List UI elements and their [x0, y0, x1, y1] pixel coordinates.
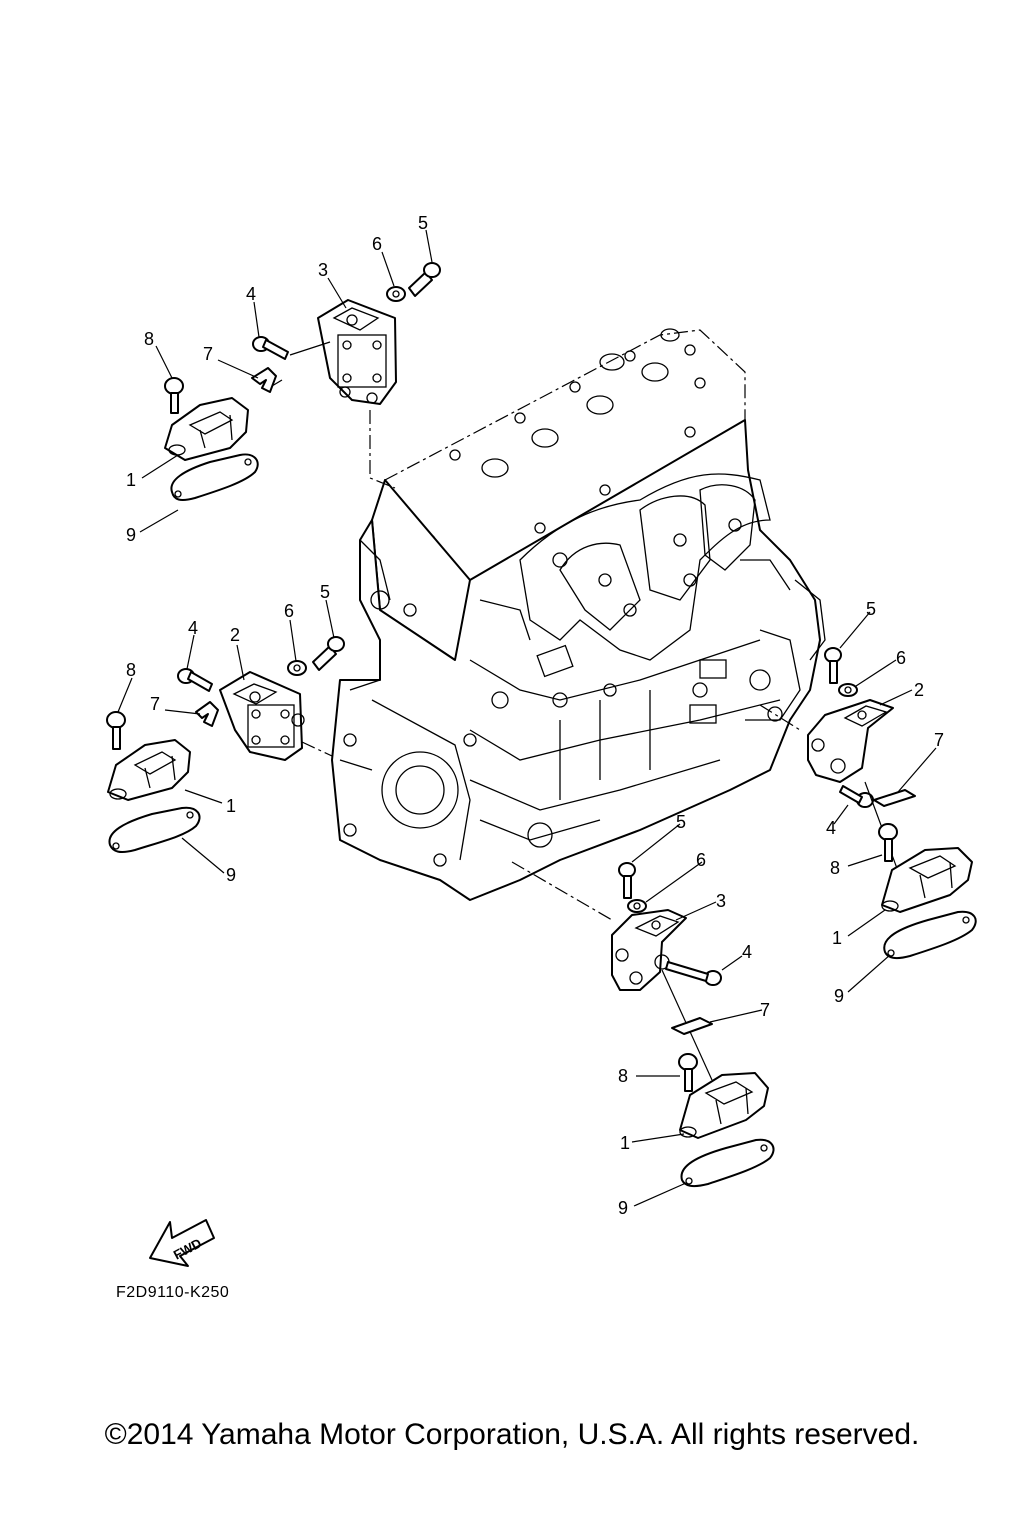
bolt-5-left: [312, 636, 345, 671]
bolt-4-left: [177, 668, 213, 692]
callout-8: 8: [618, 1066, 628, 1086]
stopper-7-upper: [251, 367, 277, 393]
bolt-8-upper: [164, 377, 184, 414]
callout-4: 4: [742, 942, 752, 962]
engine-bracket-2-right: [807, 699, 894, 783]
callout-9: 9: [618, 1198, 628, 1218]
bolt-5-right: [824, 647, 842, 684]
diagram-code: F2D9110-K250: [116, 1284, 230, 1301]
damper-plate-9-right: [883, 910, 977, 960]
fwd-arrow: FWD: [149, 1219, 215, 1267]
callout-5: 5: [418, 213, 428, 233]
callout-6: 6: [696, 850, 706, 870]
bolt-4-right: [839, 785, 874, 808]
bracket-group-left: [106, 636, 345, 854]
bracket-group-upper-left: [164, 262, 441, 501]
callout-2: 2: [914, 680, 924, 700]
leader-lines: [117, 229, 937, 1207]
bracket-group-bottom: [611, 862, 775, 1188]
callout-9: 9: [834, 986, 844, 1006]
callout-4: 4: [246, 284, 256, 304]
bolt-5-upper: [408, 262, 441, 297]
washer-6-bottom: [627, 899, 647, 913]
stopper-7-right: [873, 789, 916, 807]
bolt-8-left: [106, 711, 126, 750]
damper-plate-9-left: [108, 806, 201, 854]
callout-5: 5: [676, 812, 686, 832]
callout-7: 7: [760, 1000, 770, 1020]
copyright-notice: ©2014 Yamaha Motor Corporation, U.S.A. A…: [104, 1418, 920, 1451]
engine-bracket-3-bottom: [611, 909, 687, 991]
bolt-4-bottom: [665, 961, 722, 986]
engine-mount-1-left: [107, 739, 191, 801]
stopper-7-bottom: [671, 1017, 713, 1035]
callout-4: 4: [826, 818, 836, 838]
damper-plate-9-bottom: [680, 1138, 775, 1188]
callout-6: 6: [896, 648, 906, 668]
bolt-5-bottom: [618, 862, 636, 899]
bolt-4-upper: [252, 336, 289, 360]
callout-1: 1: [832, 928, 842, 948]
callout-6: 6: [372, 234, 382, 254]
engine-mount-1-right: [881, 847, 973, 913]
engine-mount-1-upper: [164, 397, 249, 461]
washer-6-left: [287, 660, 307, 676]
engine-block: [331, 328, 826, 901]
callout-4: 4: [188, 618, 198, 638]
engine-mount-1-bottom: [679, 1072, 769, 1139]
callout-7: 7: [203, 344, 213, 364]
bracket-group-right: [807, 647, 977, 960]
stopper-7-left: [195, 701, 219, 727]
callout-8: 8: [144, 329, 154, 349]
washer-6-upper: [386, 286, 406, 302]
callout-1: 1: [126, 470, 136, 490]
callout-9: 9: [126, 525, 136, 545]
callout-1: 1: [620, 1133, 630, 1153]
callout-labels: 5 6 3 4 8 7 1 9 5 6 2 4 8 7 1 9 5 6 2 7 …: [126, 213, 944, 1218]
callout-1: 1: [226, 796, 236, 816]
callout-8: 8: [830, 858, 840, 878]
washer-6-right: [838, 683, 858, 697]
callout-9: 9: [226, 865, 236, 885]
callout-5: 5: [866, 599, 876, 619]
bolt-8-right: [878, 823, 898, 862]
connection-lines: [301, 410, 801, 921]
damper-plate-9-upper: [170, 453, 259, 501]
callout-3: 3: [318, 260, 328, 280]
callout-3: 3: [716, 891, 726, 911]
callout-6: 6: [284, 601, 294, 621]
callout-7: 7: [934, 730, 944, 750]
engine-bracket-3-upper: [317, 299, 397, 405]
callout-2: 2: [230, 625, 240, 645]
callout-8: 8: [126, 660, 136, 680]
bolt-8-bottom: [678, 1053, 698, 1092]
callout-5: 5: [320, 582, 330, 602]
callout-7: 7: [150, 694, 160, 714]
